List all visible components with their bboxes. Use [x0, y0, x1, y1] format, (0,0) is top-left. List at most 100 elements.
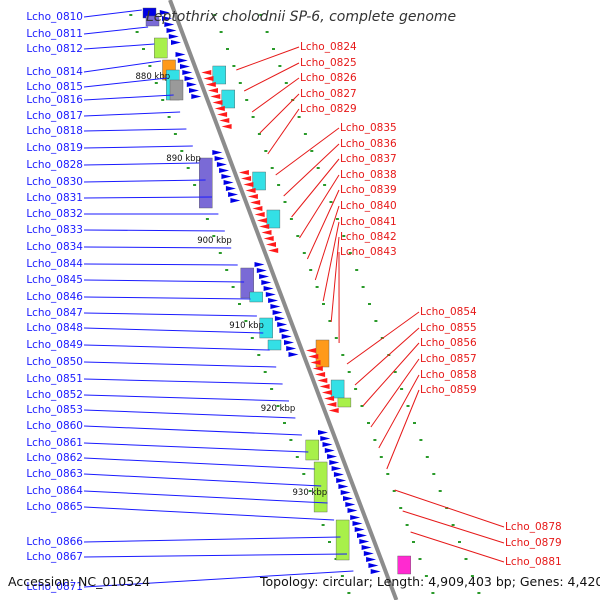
- gene-label-reverse: Lcho_0831: [26, 192, 83, 204]
- gene-label-reverse: Lcho_0867: [26, 551, 83, 563]
- track-dot-1: [213, 14, 217, 16]
- track-dot-0: [218, 252, 222, 254]
- gene-arrow-reverse: [336, 478, 347, 483]
- gene-arrow-reverse: [281, 334, 292, 339]
- gene-leader-line: [83, 279, 245, 283]
- track-dot-1: [386, 473, 390, 475]
- gene-label-reverse: Lcho_0853: [26, 404, 83, 416]
- track-dot-2: [419, 439, 423, 441]
- track-dot-2: [323, 184, 327, 186]
- gene-block-forward: [330, 379, 345, 399]
- gene-arrow-reverse: [189, 88, 199, 93]
- track-dot-0: [129, 14, 133, 16]
- track-dot-2: [265, 31, 269, 33]
- gene-arrow-reverse: [177, 58, 188, 63]
- track-dot-1: [226, 48, 229, 50]
- gene-block-reverse: [240, 267, 255, 299]
- gene-leader-line: [314, 205, 340, 281]
- gene-arrow-reverse: [171, 40, 181, 45]
- gene-label-reverse: Lcho_0815: [26, 81, 83, 93]
- gene-arrow-reverse: [350, 515, 361, 520]
- track-dot-2: [438, 490, 442, 492]
- gene-label-reverse: Lcho_0864: [26, 485, 83, 497]
- gene-label-reverse: Lcho_0863: [26, 468, 83, 480]
- track-dot-1: [431, 592, 435, 594]
- gene-label-reverse: Lcho_0852: [26, 389, 83, 401]
- gene-block-forward: [397, 555, 411, 575]
- gene-label-reverse: Lcho_0849: [26, 339, 83, 351]
- gene-arrow-reverse: [216, 162, 227, 167]
- gene-label-reverse: Lcho_0817: [26, 110, 83, 122]
- gene-arrow-forward: [203, 76, 214, 81]
- gene-arrow-reverse: [186, 82, 197, 87]
- gene-label-reverse: Lcho_0848: [26, 322, 83, 334]
- gene-arrow-reverse: [338, 484, 349, 489]
- gene-arrow-reverse: [228, 192, 239, 197]
- track-dot-0: [161, 99, 165, 101]
- track-dot-1: [399, 507, 403, 509]
- gene-leader-line: [83, 442, 309, 453]
- track-dot-0: [295, 456, 299, 458]
- accession-text: Accession: NC_010524: [8, 574, 151, 589]
- gene-label-forward: Lcho_0842: [340, 231, 397, 243]
- track-dot-2: [329, 201, 333, 203]
- gene-arrow-forward: [208, 88, 218, 93]
- gene-label-reverse: Lcho_0814: [26, 66, 83, 78]
- gene-arrow-reverse: [322, 442, 333, 447]
- track-dot-0: [347, 592, 351, 594]
- gene-leader-line: [83, 409, 296, 419]
- track-dot-0: [257, 354, 261, 356]
- gene-arrow-reverse: [230, 198, 241, 203]
- gene-label-reverse: Lcho_0833: [26, 224, 83, 236]
- gene-leader-line: [267, 108, 300, 155]
- gene-arrow-reverse: [359, 539, 370, 544]
- gene-leader-line: [299, 174, 340, 239]
- track-dot-0: [173, 133, 177, 135]
- gene-leader-line: [83, 536, 341, 543]
- track-dot-0: [302, 473, 306, 475]
- gene-arrow-reverse: [180, 64, 190, 69]
- gene-arrow-reverse: [263, 286, 274, 291]
- gene-leader-line: [83, 229, 225, 232]
- gene-leader-line: [330, 236, 340, 323]
- gene-arrow-reverse: [268, 298, 279, 303]
- gene-arrow-reverse: [277, 322, 288, 327]
- gene-label-forward: Lcho_0827: [300, 88, 357, 100]
- gene-label-reverse: Lcho_0846: [26, 291, 83, 303]
- gene-label-forward: Lcho_0829: [300, 103, 357, 115]
- gene-arrow-reverse: [352, 521, 363, 526]
- track-dot-2: [355, 269, 359, 271]
- gene-label-reverse: Lcho_0811: [26, 28, 83, 40]
- gene-leader-line: [83, 296, 251, 300]
- gene-leader-line: [402, 510, 505, 544]
- track-dot-1: [270, 167, 274, 169]
- gene-leader-line: [283, 143, 340, 197]
- gene-leader-line: [83, 263, 238, 266]
- gene-label-forward: Lcho_0840: [340, 200, 397, 212]
- gene-label-reverse: Lcho_0845: [26, 274, 83, 286]
- scale-tick-label: 910 kbp: [229, 321, 264, 331]
- track-dot-0: [205, 218, 209, 220]
- gene-arrow-reverse: [327, 454, 338, 459]
- gene-arrow-forward: [247, 194, 258, 199]
- track-dot-1: [354, 388, 358, 390]
- gene-arrow-reverse: [324, 448, 335, 453]
- gene-block-reverse: [249, 291, 264, 303]
- gene-arrow-forward: [214, 106, 225, 111]
- track-dot-1: [328, 320, 332, 322]
- gene-arrow-reverse: [343, 496, 353, 501]
- gene-arrow-reverse: [274, 316, 285, 321]
- track-dot-1: [412, 541, 415, 543]
- track-dot-1: [392, 490, 396, 492]
- gene-arrow-forward: [250, 200, 261, 205]
- gene-leader-line: [275, 127, 340, 176]
- gene-label-forward: Lcho_0857: [420, 353, 477, 365]
- gene-arrow-reverse: [256, 268, 267, 273]
- gene-arrow-reverse: [284, 340, 294, 345]
- scale-tick-label: 920 kbp: [261, 404, 296, 414]
- track-dot-0: [276, 405, 280, 407]
- gene-arrow-forward: [221, 124, 232, 129]
- gene-leader-line: [386, 389, 420, 470]
- gene-arrow-reverse: [361, 545, 372, 550]
- track-dot-1: [264, 150, 268, 152]
